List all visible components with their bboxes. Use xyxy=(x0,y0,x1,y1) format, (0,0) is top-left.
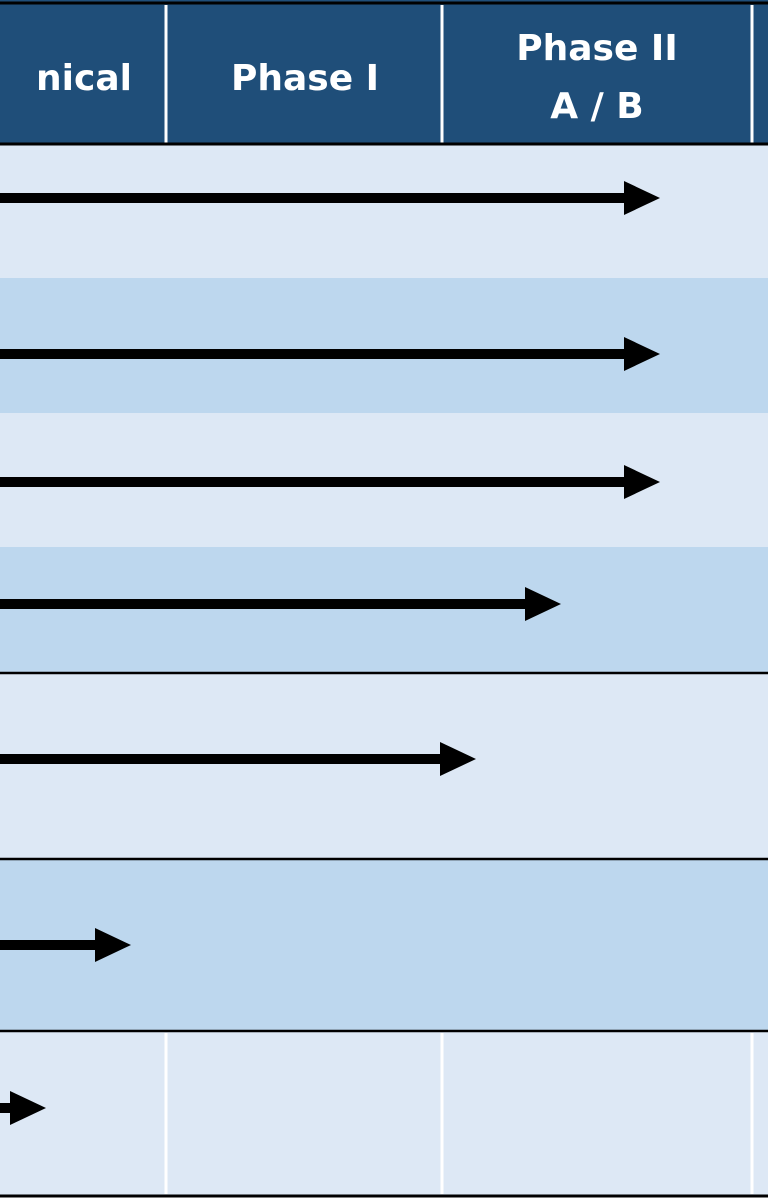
progress-arrow-head xyxy=(440,742,476,776)
progress-arrow xyxy=(0,1091,46,1125)
progress-arrow-shaft xyxy=(0,349,626,359)
progress-arrow-shaft xyxy=(0,599,527,609)
progress-arrow xyxy=(0,465,660,499)
table-header: nical Phase I Phase II A / B xyxy=(0,0,768,146)
progress-arrow-head xyxy=(95,928,131,962)
pipeline-row-background xyxy=(0,547,768,673)
progress-arrow-shaft xyxy=(0,1103,12,1113)
pipeline-row-background xyxy=(0,145,768,278)
progress-arrow xyxy=(0,181,660,215)
row-backgrounds xyxy=(0,145,768,1196)
column-grid-lines xyxy=(164,1033,754,1194)
progress-arrow-head xyxy=(525,587,561,621)
progress-arrow-head xyxy=(624,337,660,371)
progress-arrow xyxy=(0,742,476,776)
column-header-phase-2: Phase II xyxy=(516,28,677,69)
progress-arrow xyxy=(0,337,660,371)
pipeline-row-background xyxy=(0,278,768,413)
progress-arrow-shaft xyxy=(0,940,97,950)
progress-arrow-head xyxy=(624,181,660,215)
column-header-phase-1: Phase I xyxy=(231,58,379,99)
column-header-preclinical: nical xyxy=(36,58,132,99)
pipeline-row-background xyxy=(0,673,768,859)
progress-arrow-shaft xyxy=(0,477,626,487)
header-background xyxy=(0,0,768,145)
progress-arrow-shaft xyxy=(0,193,626,203)
column-header-phase-2-sublabel: A / B xyxy=(550,86,644,127)
progress-arrow-head xyxy=(10,1091,46,1125)
progress-arrows xyxy=(0,181,660,1125)
progress-arrow-head xyxy=(624,465,660,499)
group-separators xyxy=(0,671,768,1033)
progress-arrow xyxy=(0,928,131,962)
progress-arrow-shaft xyxy=(0,754,442,764)
progress-arrow xyxy=(0,587,561,621)
pipeline-row-background xyxy=(0,1031,768,1196)
